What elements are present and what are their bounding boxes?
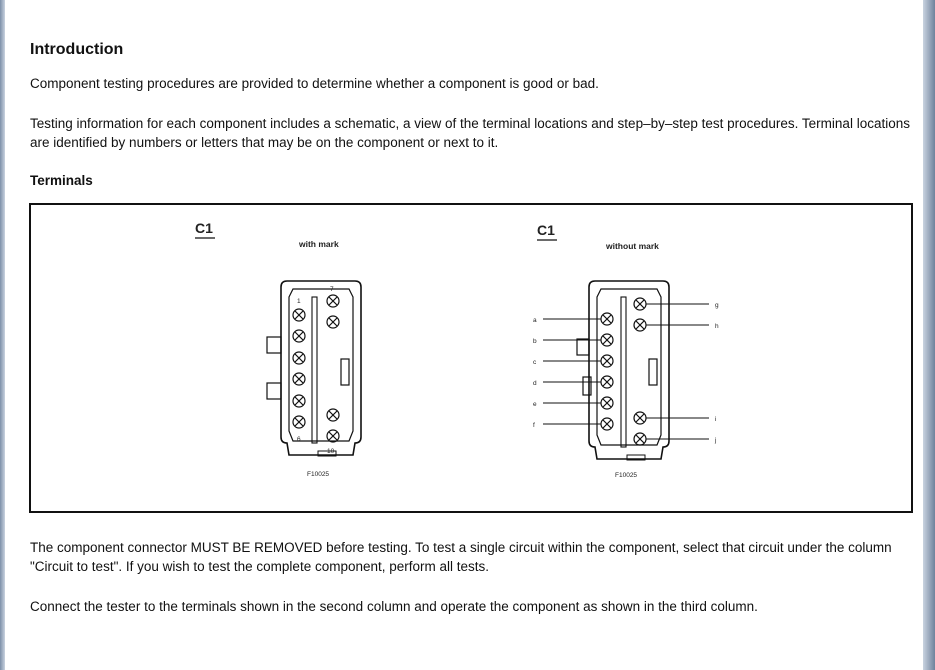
left-figure-code: F10025	[307, 471, 329, 478]
window-edge-right	[923, 0, 935, 670]
right-figure-code: F10025	[615, 472, 637, 479]
left-pin-label-7: 7	[330, 286, 334, 293]
document-page: Introduction Component testing procedure…	[5, 0, 923, 670]
page-title: Introduction	[30, 41, 124, 58]
testing-paragraph: Testing information for each component i…	[30, 116, 910, 150]
left-connector-label: C1	[195, 220, 213, 236]
left-caption: with mark	[298, 239, 339, 249]
pin-label-a: a	[533, 317, 537, 324]
pin-label-f: f	[533, 422, 535, 429]
left-pin-label-10: 10	[327, 448, 335, 455]
connect-paragraph: Connect the tester to the terminals show…	[30, 599, 758, 614]
pin-label-j: j	[714, 437, 716, 444]
connector-diagrams: C1 with mark	[195, 220, 719, 479]
pin-label-h: h	[715, 323, 719, 330]
window-edge-left	[0, 0, 5, 670]
right-caption: without mark	[605, 241, 659, 251]
pin-label-e: e	[533, 401, 537, 408]
pin-label-b: b	[533, 338, 537, 345]
terminals-figure: C1 with mark	[29, 203, 913, 513]
pin-label-i: i	[715, 416, 716, 423]
left-pin-label-6: 6	[297, 436, 301, 443]
pin-label-d: d	[533, 380, 537, 387]
connector-without-mark: C1 without mark	[533, 222, 719, 479]
pin-label-g: g	[715, 302, 719, 309]
removal-paragraph: The component connector MUST BE REMOVED …	[30, 540, 892, 574]
right-connector-label: C1	[537, 222, 555, 238]
pin-label-c: c	[533, 359, 537, 366]
intro-paragraph: Component testing procedures are provide…	[30, 76, 599, 91]
left-pin-label-1: 1	[297, 298, 301, 305]
section-heading-terminals: Terminals	[30, 173, 93, 188]
connector-with-mark: C1 with mark	[195, 220, 362, 478]
